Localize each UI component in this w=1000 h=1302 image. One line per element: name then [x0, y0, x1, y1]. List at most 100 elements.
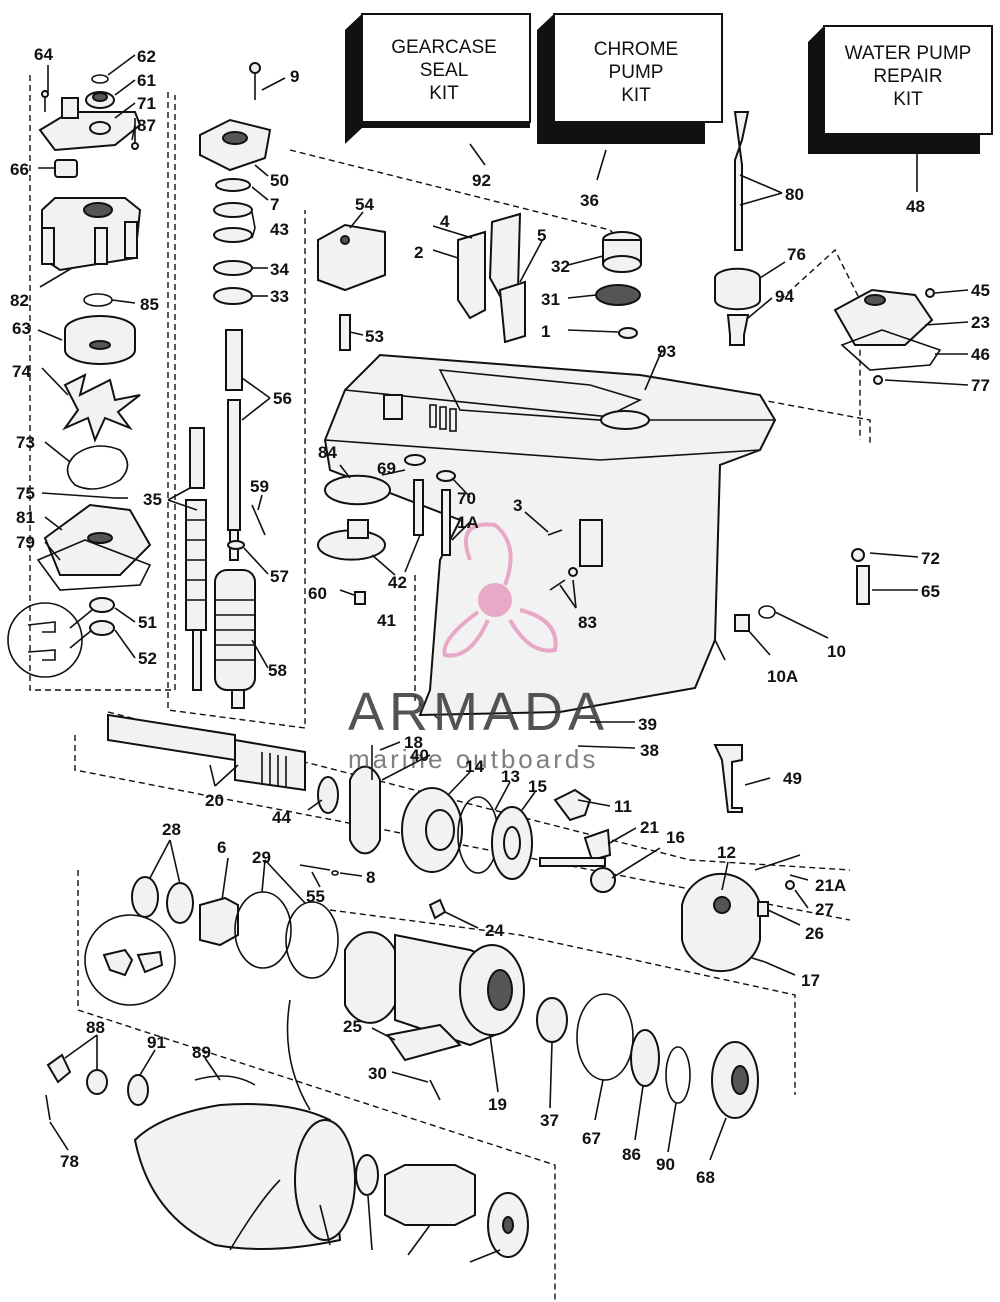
callout-21A: 17 [801, 971, 820, 990]
callout-83: 72 [921, 549, 940, 568]
callout-75: 75 [16, 484, 35, 503]
callout-71: 71 [137, 94, 156, 113]
callout-65: 60 [308, 584, 327, 603]
callout-79: 79 [16, 533, 35, 552]
callout-45: 23 [971, 313, 990, 332]
callout-59: 59 [250, 477, 269, 496]
armada-watermark: ARMADA marine outboards [348, 522, 609, 774]
callout-13: 21 [640, 818, 659, 837]
callout-50: 50 [270, 171, 289, 190]
callout-30: 86 [622, 1145, 641, 1164]
callout-42: 10 [827, 642, 846, 661]
callout-72: 42 [388, 573, 407, 592]
callout-labels: 64 62 6 1 71 87 66 82 8 5 63 74 73 75 81 7… [10, 45, 990, 1187]
callout-25: 37 [540, 1111, 559, 1130]
callout-32: 14 [465, 757, 484, 776]
callout-17: 29 [252, 848, 271, 867]
callout-54: 54 [355, 195, 374, 214]
callout-1A: 3 [513, 496, 522, 515]
callout-67: 88 [86, 1018, 105, 1037]
callout-87: 87 [137, 116, 156, 135]
watermark-subtitle: marine outboards [348, 744, 598, 774]
driveshaft-group [185, 62, 272, 709]
callout-55: 25 [343, 1017, 362, 1036]
callout-70: 1A [457, 513, 479, 532]
callout-16: 21A [815, 876, 846, 895]
callout-29: 24 [485, 921, 504, 940]
callout-26: 6 [217, 838, 226, 857]
callout-38: 40 [410, 746, 429, 765]
callout-81: 81 [16, 508, 35, 527]
callout-92: 36 [580, 191, 599, 210]
callout-27: 28 [162, 820, 181, 839]
callout-4: 4 [440, 212, 450, 231]
callout-77: 84 [318, 443, 337, 462]
callout-5: 2 [414, 243, 423, 262]
callout-12: 26 [805, 924, 824, 943]
callout-80: 76 [787, 245, 806, 264]
kit-text-line: KIT [621, 85, 651, 106]
callout-68: 78 [60, 1152, 79, 1171]
callout-74: 74 [12, 362, 31, 381]
watermark-brand: ARMADA [348, 682, 609, 742]
kit-text-line: REPAIR [873, 66, 942, 87]
callout-14: 11 [614, 797, 632, 816]
callout-62: 62 [137, 47, 156, 66]
gearcase-seal-kit-box: GEARCASE SEAL KIT [345, 13, 531, 144]
callout-23: 46 [971, 345, 990, 364]
callout-76: 94 [775, 287, 794, 306]
callout-57: 57 [270, 567, 289, 586]
propeller-logo-icon [442, 522, 558, 658]
callout-32: 31 [541, 290, 560, 309]
callout-69: 70 [457, 489, 476, 508]
callout-64: 64 [34, 45, 53, 64]
callout-37: 68 [696, 1168, 715, 1187]
callout-10A: 39 [638, 715, 657, 734]
callout-2: 32 [551, 257, 570, 276]
housing-parts [316, 111, 942, 632]
callout-9: 9 [290, 67, 299, 86]
kit-text-line: SEAL [420, 60, 469, 81]
callout-17: 67 [582, 1129, 601, 1148]
callout-6: 8 [366, 868, 375, 887]
callout-11: 49 [783, 769, 802, 788]
kit-text-line: CHROME [594, 39, 678, 60]
callout-82: 82 [10, 291, 29, 310]
callout-84: 69 [377, 459, 396, 478]
kit-text-line: PUMP [609, 62, 664, 83]
callout-4: 5 [537, 226, 546, 245]
callout-58: 58 [268, 661, 287, 680]
callout-39: 18 [404, 733, 423, 752]
callout-63: 63 [12, 319, 31, 338]
callout-31: 1 [541, 322, 550, 341]
callout-73: 73 [16, 433, 35, 452]
callout-60: 41 [377, 611, 396, 630]
callout-93: 92 [472, 171, 491, 190]
callout-33: 33 [270, 287, 289, 306]
callout-86: 91 [147, 1033, 166, 1052]
callout-10: 38 [640, 741, 659, 760]
callout-35: 35 [143, 490, 162, 509]
callout-28: 55 [306, 887, 325, 906]
callout-19: 90 [656, 1155, 675, 1174]
callout-66: 66 [10, 160, 29, 179]
gear-train-parts [107, 713, 801, 973]
callout-21: 12 [717, 843, 736, 862]
kit-text-line: WATER PUMP [845, 43, 972, 64]
kit-text-line: KIT [429, 83, 459, 104]
callout-34: 34 [270, 260, 289, 279]
callout-90: 89 [192, 1043, 211, 1062]
bearing-carrier-group [84, 864, 759, 1119]
callout-52: 52 [138, 649, 157, 668]
callout-94: 48 [906, 197, 925, 216]
callout-15: 16 [666, 828, 685, 847]
callout-44: 15 [528, 777, 547, 796]
chrome-pump-kit-box: CHROME PUMP KIT [537, 13, 723, 144]
water-pump-housing [7, 74, 152, 678]
callout-20: 13 [501, 767, 520, 786]
callout-36: 80 [785, 185, 804, 204]
callout-1: 93 [657, 342, 676, 361]
propeller-group [45, 999, 529, 1258]
kit-text-line: GEARCASE [391, 37, 497, 58]
